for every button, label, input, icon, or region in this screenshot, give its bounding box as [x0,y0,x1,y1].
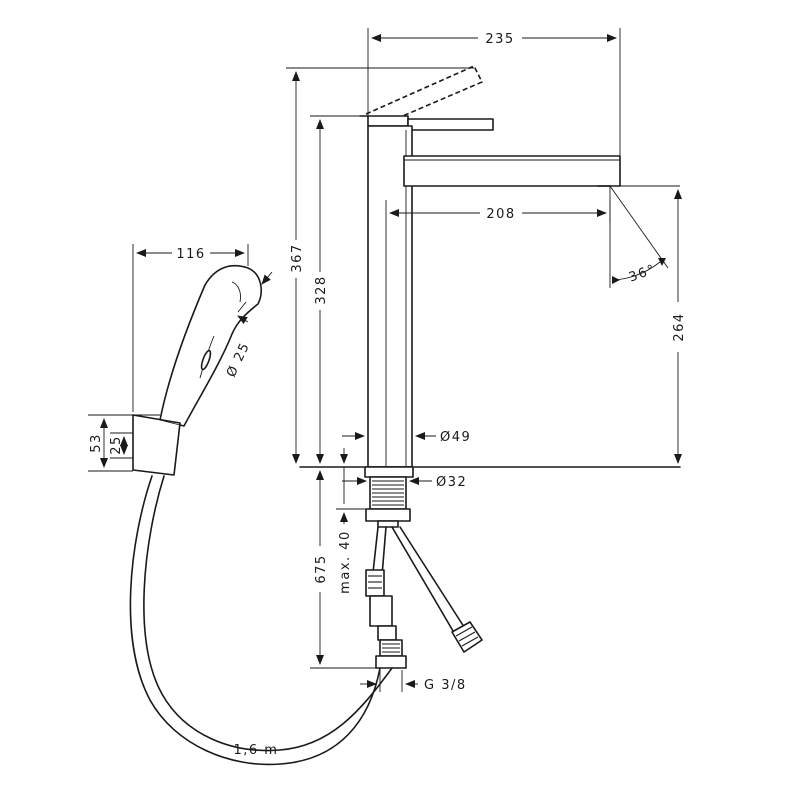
dim-label-body-height: 328 [314,275,329,304]
handshower-holder [132,414,181,476]
dim-label-spout-reach: 208 [486,207,515,222]
dim-label-holder-height: 53 [89,433,104,453]
fixing-nut [365,508,411,522]
dim-label-connection-length: 675 [314,554,329,583]
lever-open-position [365,64,484,119]
dimension-g38: G 3/8 [360,670,467,693]
hand-shower [129,264,393,766]
dimension-angle: 36° [612,258,666,286]
dim-label-max-deck-thickness: max. 40 [338,530,353,594]
dim-label-holder-depth: 25 [109,435,124,455]
dim-label-body-diameter: Ø49 [440,430,471,445]
dim-label-handshower-diameter: Ø 25 [224,340,253,380]
dim-label-shank-diameter: Ø32 [436,475,467,490]
dimension-116: 116 [132,244,249,412]
supply-hoses [365,526,483,669]
dimension-675: 675 [310,470,382,669]
lever-handle [407,118,494,131]
dimension-264: 264 [672,189,687,464]
dim-label-thread-size: G 3/8 [424,678,467,693]
shower-hose [129,475,381,766]
dimension-max40: max. 40 [336,448,366,594]
dimension-holder: 53 25 [88,414,160,472]
dim-label-handshower-length: 116 [176,247,205,262]
dim-label-spout-height: 264 [672,312,687,341]
dimension-235: 235 [367,28,621,156]
faucet-body [299,64,681,669]
dimension-328: 328 [310,115,362,464]
faucet-spout [403,155,621,187]
base-flange [364,466,414,478]
shank-threads [372,480,404,506]
dim-label-hose-length: 1,6 m [234,743,279,758]
dim-label-total-height: 367 [290,243,305,272]
dimension-d49: Ø49 [342,430,471,445]
top-cap [367,115,409,127]
dimension-d32: Ø32 [342,475,467,490]
dim-label-spout-angle: 36° [627,262,658,286]
dimension-367: 367 [286,67,474,464]
dimension-208: 208 [385,200,611,467]
dim-label-spout-width: 235 [485,32,514,47]
